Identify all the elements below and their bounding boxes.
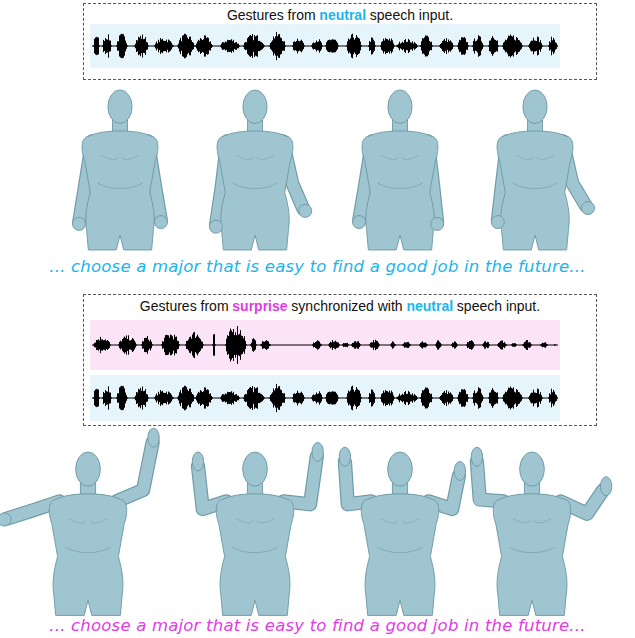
box-heading: Gestures fromsurprisesynchronized withne…	[84, 295, 596, 315]
heading-text: synchronized with	[291, 298, 402, 314]
body-figure	[209, 90, 311, 250]
body-figure	[353, 90, 444, 250]
dashed-group-box: Gestures fromsurprisesynchronized withne…	[83, 294, 597, 426]
heading-text: Gestures from	[140, 298, 229, 314]
body-figure	[491, 90, 594, 250]
dashed-group-box: Gestures fromneutralspeech input.	[83, 3, 597, 80]
speech-waveform	[92, 326, 558, 364]
neutral-band	[90, 375, 560, 421]
heading-text: speech input.	[370, 7, 453, 23]
surprise-band	[90, 320, 560, 370]
emotion-word: neutral	[319, 7, 366, 23]
body-figure	[339, 447, 465, 615]
body-figure	[73, 90, 168, 250]
emotion-word: neutral	[406, 298, 453, 314]
box-heading: Gestures fromneutralspeech input.	[84, 4, 596, 24]
transcript-caption: ... choose a major that is easy to find …	[0, 616, 635, 636]
neutral-band	[90, 24, 560, 68]
heading-text: speech input.	[457, 298, 540, 314]
body-figure	[192, 443, 323, 616]
transcript-caption: ... choose a major that is easy to find …	[0, 257, 635, 277]
body-figure	[0, 428, 159, 615]
speech-waveform	[92, 32, 558, 60]
speech-waveform	[92, 384, 558, 412]
heading-text: Gestures from	[227, 7, 316, 23]
emotion-word: surprise	[232, 298, 287, 314]
body-figure	[471, 447, 612, 615]
